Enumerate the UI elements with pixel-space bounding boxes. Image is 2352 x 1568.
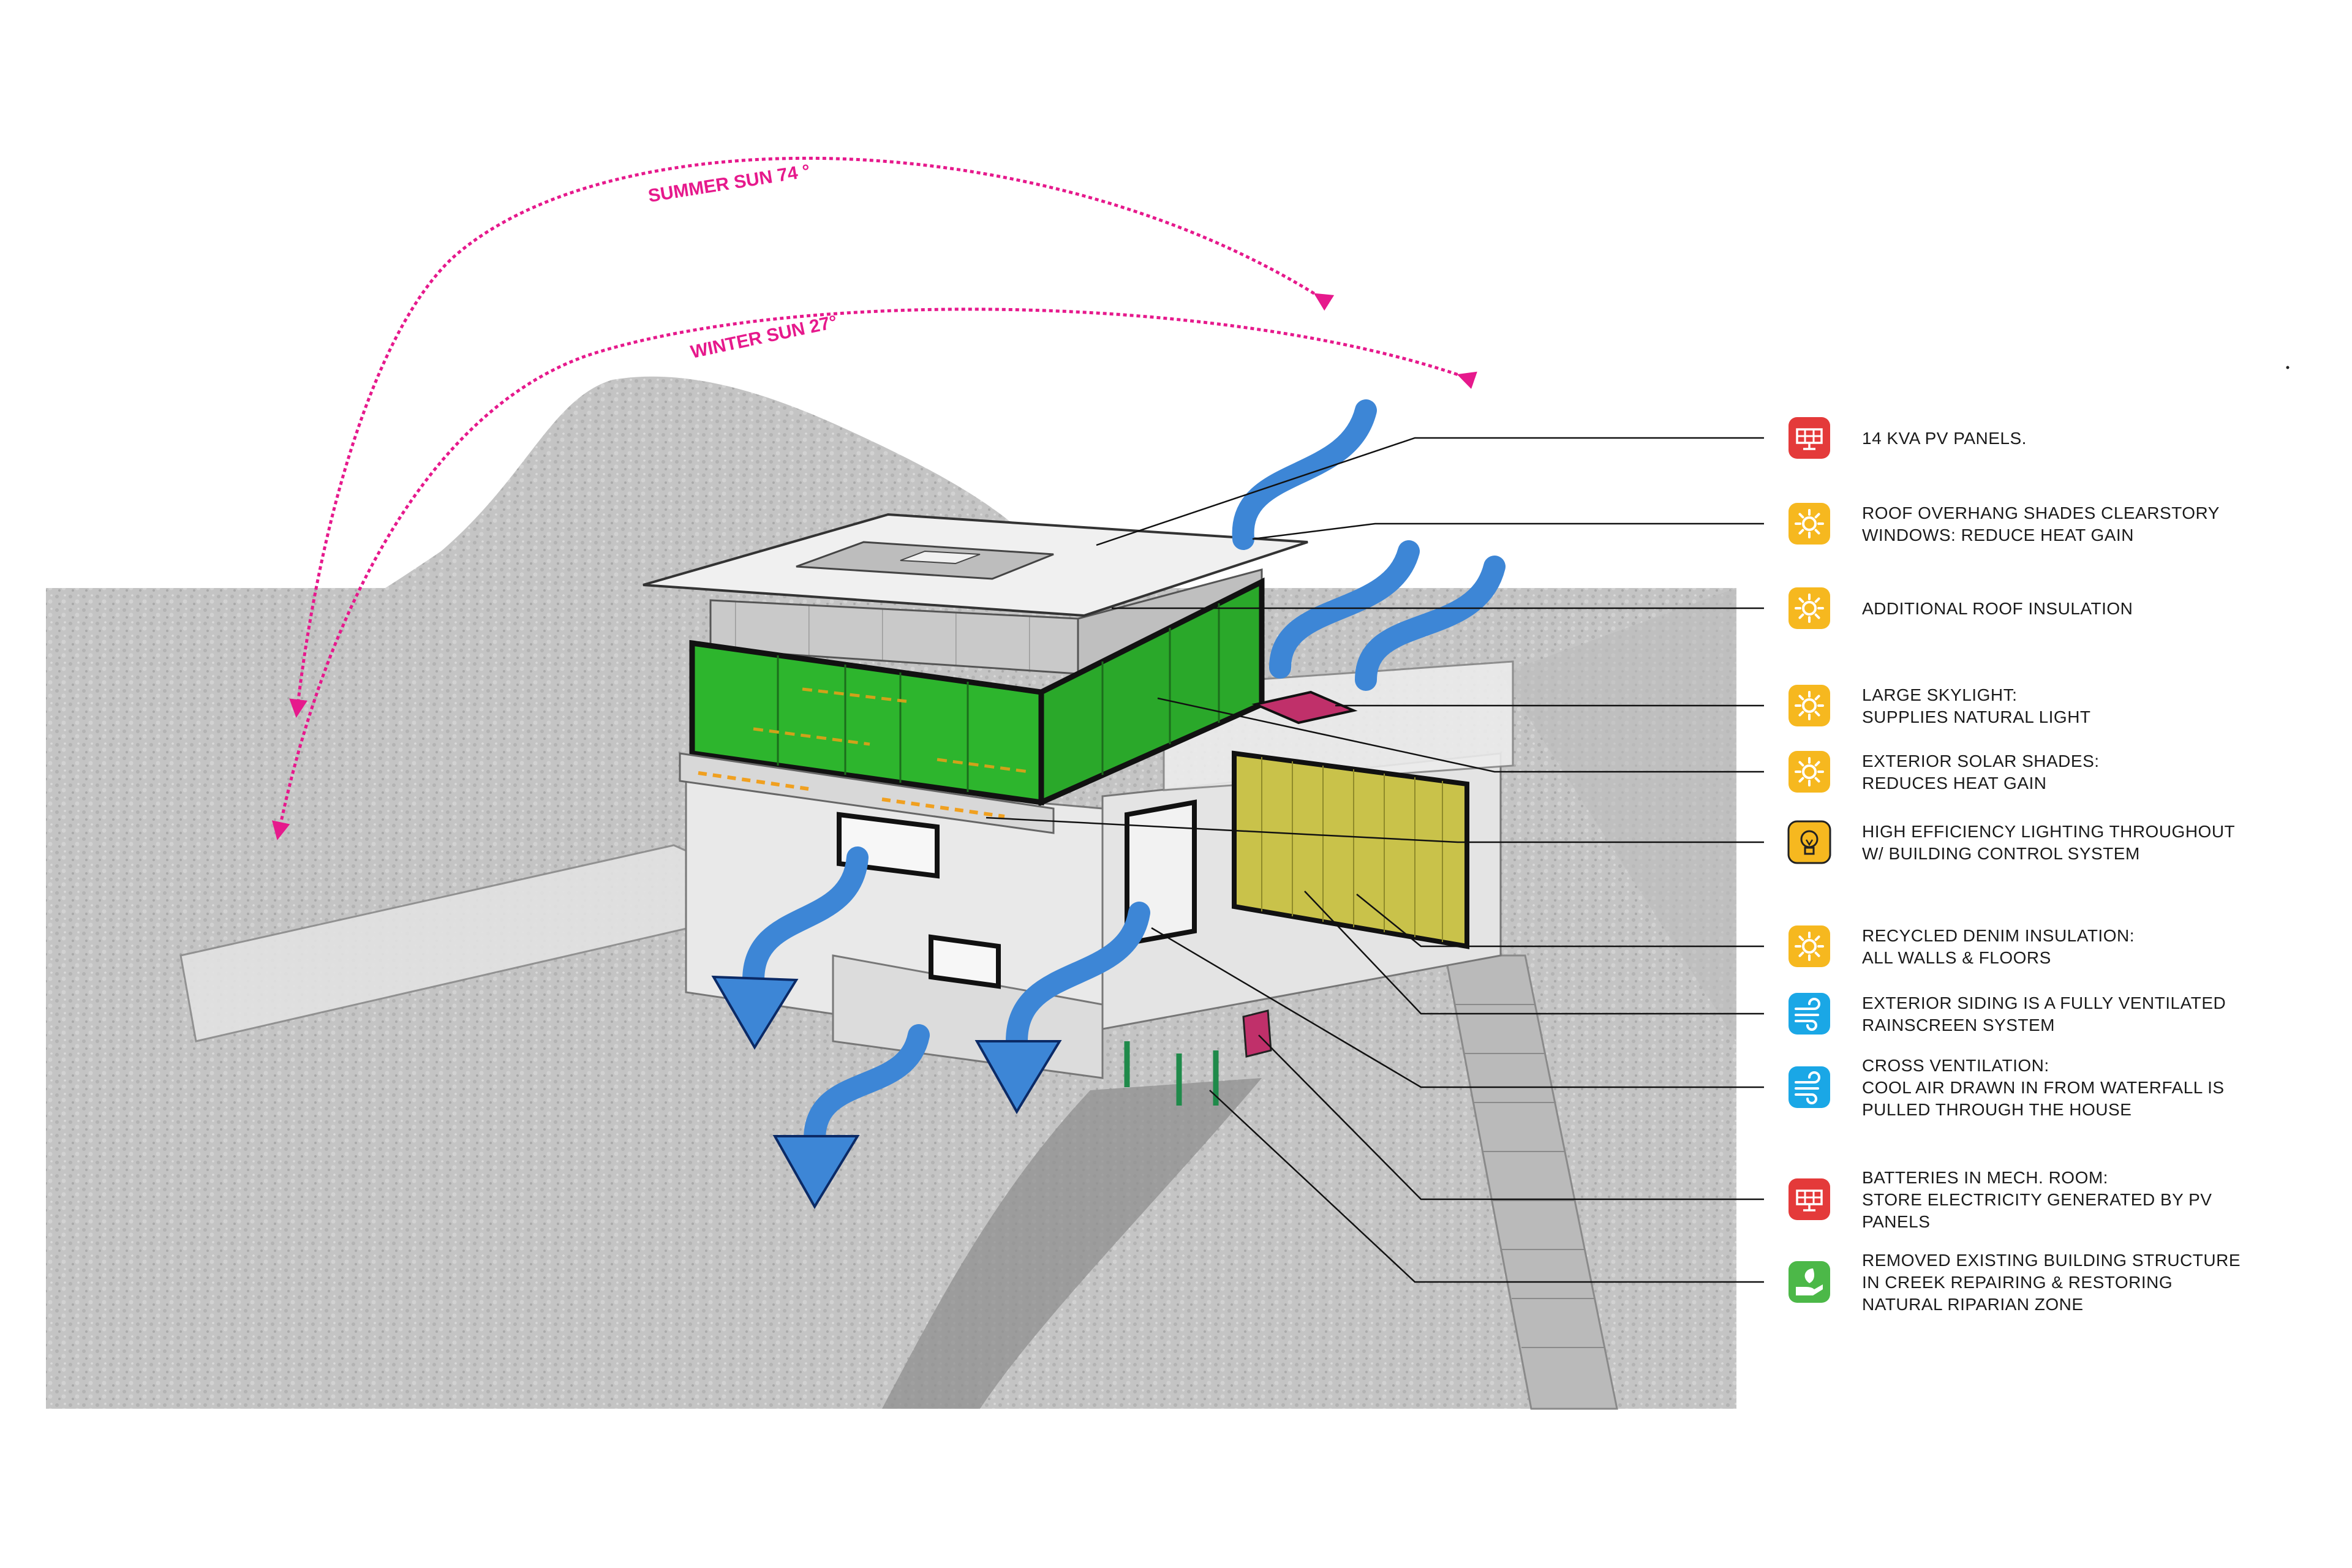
- legend-item: ROOF OVERHANG SHADES CLEARSTORY WINDOWS: …: [1789, 503, 2220, 545]
- sun-icon: [1795, 757, 1824, 786]
- legend-text-line: 14 KVA PV PANELS.: [1862, 429, 2027, 448]
- legend-badge: [1789, 1066, 1830, 1108]
- legend-badge: [1789, 685, 1830, 726]
- legend-badge: [1789, 503, 1830, 545]
- legend-item: LARGE SKYLIGHT: SUPPLIES NATURAL LIGHT: [1789, 685, 2091, 726]
- legend-text-line: REMOVED EXISTING BUILDING STRUCTURE: [1862, 1251, 2241, 1270]
- legend-text-line: W/ BUILDING CONTROL SYSTEM: [1862, 844, 2140, 863]
- legend-badge: [1789, 751, 1830, 793]
- sun-icon: [1795, 509, 1824, 538]
- legend-text-line: BATTERIES IN MECH. ROOM:: [1862, 1168, 2108, 1187]
- sun-icon: [1795, 691, 1824, 720]
- legend-text-line: CROSS VENTILATION:: [1862, 1056, 2049, 1075]
- light-bulb-icon: [1800, 830, 1819, 855]
- legend-text-line: SUPPLIES NATURAL LIGHT: [1862, 707, 2091, 726]
- legend-text-line: RECYCLED DENIM INSULATION:: [1862, 926, 2135, 945]
- legend-text-line: PULLED THROUGH THE HOUSE: [1862, 1100, 2132, 1119]
- legend-badge: [1789, 1178, 1830, 1220]
- wind-icon: [1795, 1071, 1820, 1104]
- leader-lines: [986, 437, 1764, 1283]
- legend-text-line: STORE ELECTRICITY GENERATED BY PV: [1862, 1190, 2212, 1209]
- sun-paths: [271, 156, 1477, 840]
- legend-text-line: RAINSCREEN SYSTEM: [1862, 1016, 2055, 1035]
- hand-leaf-icon: [1796, 1268, 1823, 1295]
- legend-text-line: NATURAL RIPARIAN ZONE: [1862, 1295, 2084, 1314]
- creek: [882, 1078, 1262, 1409]
- legend-item: EXTERIOR SIDING IS A FULLY VENTILATED RAI…: [1789, 993, 2226, 1035]
- winter-sun-arc: [271, 307, 1477, 840]
- legend-item: ADDITIONAL ROOF INSULATION: [1789, 587, 2133, 629]
- legend-item: RECYCLED DENIM INSULATION: ALL WALLS & FL…: [1789, 925, 2135, 967]
- legend-text-line: REDUCES HEAT GAIN: [1862, 774, 2047, 793]
- wind-icon: [1795, 998, 1820, 1031]
- legend-text-line: IN CREEK REPAIRING & RESTORING: [1862, 1273, 2173, 1292]
- legend-text-line: EXTERIOR SOLAR SHADES:: [1862, 752, 2100, 771]
- legend: 14 KVA PV PANELS. ROOF OVERHANG SHADES CL…: [1787, 417, 2241, 1314]
- legend-text-line: LARGE SKYLIGHT:: [1862, 685, 2017, 704]
- legend-text-line: HIGH EFFICIENCY LIGHTING THROUGHOUT: [1862, 822, 2235, 841]
- winter-sun-label: WINTER SUN 27°: [689, 312, 839, 363]
- legend-badge: [1787, 820, 1831, 864]
- legend-text-line: ALL WALLS & FLOORS: [1862, 948, 2051, 967]
- legend-item: REMOVED EXISTING BUILDING STRUCTURE IN CR…: [1789, 1251, 2241, 1314]
- legend-badge: [1789, 417, 1830, 459]
- battery-box: [1242, 1009, 1272, 1058]
- legend-text-line: EXTERIOR SIDING IS A FULLY VENTILATED: [1862, 993, 2226, 1012]
- legend-item: HIGH EFFICIENCY LIGHTING THROUGHOUT W/ BU…: [1787, 820, 2235, 864]
- solar-panel-icon: [1796, 428, 1823, 450]
- legend-text-line: COOL AIR DRAWN IN FROM WATERFALL IS: [1862, 1078, 2225, 1097]
- legend-text-line: WINDOWS: REDUCE HEAT GAIN: [1862, 526, 2134, 545]
- legend-badge: [1789, 925, 1830, 967]
- legend-item: BATTERIES IN MECH. ROOM: STORE ELECTRICIT…: [1789, 1168, 2212, 1231]
- summer-sun-arc: [289, 156, 1335, 718]
- legend-text-line: PANELS: [1862, 1212, 1930, 1231]
- stray-mark: [2286, 366, 2290, 369]
- legend-badge: [1789, 1261, 1830, 1303]
- legend-item: CROSS VENTILATION: COOL AIR DRAWN IN FROM…: [1789, 1056, 2225, 1119]
- legend-item: EXTERIOR SOLAR SHADES: REDUCES HEAT GAIN: [1789, 751, 2100, 793]
- sun-icon: [1795, 932, 1824, 961]
- solar-panel-icon: [1796, 1189, 1823, 1212]
- legend-text-line: ADDITIONAL ROOF INSULATION: [1862, 599, 2133, 618]
- sun-icon: [1795, 594, 1824, 623]
- legend-item: 14 KVA PV PANELS.: [1789, 417, 2027, 459]
- legend-text-line: ROOF OVERHANG SHADES CLEARSTORY: [1862, 503, 2220, 522]
- legend-badge: [1789, 587, 1830, 629]
- legend-badge: [1789, 993, 1830, 1035]
